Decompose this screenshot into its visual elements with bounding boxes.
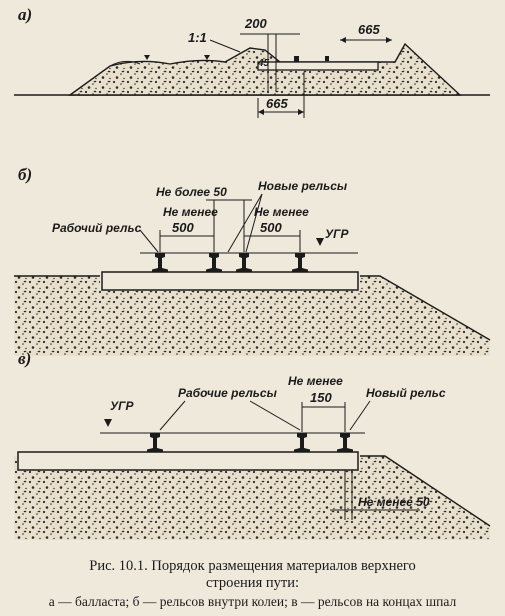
slope-label: 1:1 [188, 30, 207, 45]
marker-rail-2 [325, 56, 329, 61]
sleeper [101, 271, 359, 291]
marker-rail [294, 56, 299, 62]
working-rail-leader [139, 229, 159, 253]
ugr-label-c: УГР [110, 399, 134, 413]
new-rail-label: Новый рельс [366, 386, 446, 400]
track-diagram: а) 1:1 200 45 665 665 б) [14, 5, 491, 540]
new-rail-leader [349, 400, 371, 431]
new-rail-2 [236, 253, 252, 272]
not-less-left-label: Не менее [163, 205, 218, 219]
slope-leader [209, 39, 241, 53]
panel-c: в) УГР Рабочие рельсы Не менее 150 Новый… [14, 349, 491, 540]
dim-top-label: 200 [244, 16, 267, 31]
dim-150-label: 150 [310, 390, 332, 405]
not-less-50-label: Не менее 50 [358, 495, 430, 509]
figure-caption: Рис. 10.1. Порядок размещения материалов… [0, 558, 505, 610]
caption-line-1: Рис. 10.1. Порядок размещения материалов… [89, 558, 416, 574]
sleeper-c [17, 451, 359, 471]
new-rails-leader-2 [245, 193, 263, 253]
working-rails-label: Рабочие рельсы [178, 386, 278, 400]
working-rail-c-right [294, 433, 310, 452]
dim-right-label: 665 [358, 22, 380, 37]
embankment-slope-c [360, 455, 491, 527]
new-rail-c [337, 433, 353, 452]
panel-a: а) 1:1 200 45 665 665 [14, 5, 490, 118]
new-rail-1 [206, 253, 222, 272]
new-rails-label: Новые рельсы [258, 179, 348, 193]
ballast-heap [109, 60, 141, 67]
marker-left [144, 55, 150, 60]
not-less-label-c: Не менее [288, 374, 343, 388]
no-more-label: Не более 50 [156, 185, 227, 199]
embankment-c [14, 456, 490, 540]
ugr-marker-c [104, 419, 112, 427]
embankment-slope [360, 275, 491, 341]
dim-right-label-b: 500 [260, 220, 282, 235]
not-less-right-label: Не менее [254, 205, 309, 219]
panel-a-letter: а) [18, 5, 32, 24]
working-rail-c-left [147, 433, 163, 452]
caption-line-2: строения пути: [205, 575, 299, 591]
panel-b: б) УГР 500 Не менее 500 Не менее Не боле… [14, 165, 491, 356]
caption-line-3: а — балласта; б — рельсов внутри колеи; … [48, 594, 457, 609]
ugr-marker [316, 238, 324, 246]
working-rail-right [292, 253, 308, 272]
marker-mid [204, 55, 210, 60]
dim-small-label: 45 [257, 58, 270, 69]
working-rail-left [152, 253, 168, 272]
dim-bottom-label: 665 [266, 96, 288, 111]
panel-c-letter: в) [18, 349, 31, 368]
ugr-label: УГР [325, 227, 349, 241]
working-rails-leader-2 [249, 400, 301, 431]
dim-right-arrows [340, 37, 392, 43]
new-rails-leader-1 [227, 193, 263, 253]
working-rails-leader-1 [159, 400, 186, 431]
panel-b-letter: б) [18, 165, 32, 184]
dim-left-label: 500 [172, 220, 194, 235]
track-bed [257, 61, 379, 71]
embankment [14, 276, 490, 356]
working-rail-label: Рабочий рельс [52, 221, 142, 235]
